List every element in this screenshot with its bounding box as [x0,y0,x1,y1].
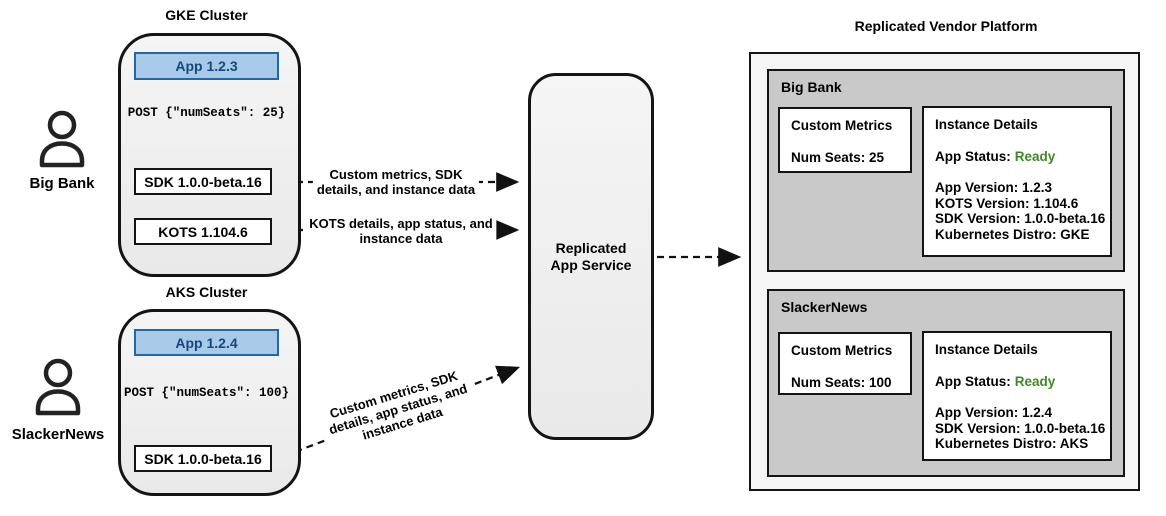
app-status-line: App Status:Ready [935,374,1099,390]
custom-metrics-title: Custom Metrics [791,118,893,133]
person-icon [39,110,85,168]
detail-line: App Version: 1.2.4 [935,405,1053,420]
arrow-label-line: Custom metrics, SDK [329,167,463,182]
gke-post-request: POST {"numSeats": 25} [127,106,286,120]
detail-line: SDK Version: 1.0.0-beta.16 [935,420,1106,436]
arrow-label-line: details, and instance data [316,182,476,197]
sdk-arrow-label: Custom metrics, SDK details, and instanc… [312,166,480,198]
gke-kots-node: KOTS 1.104.6 [134,218,272,245]
detail-line: SDK Version: 1.0.0-beta.16 [935,211,1106,226]
num-seats-value: Num Seats: 25 [791,149,885,165]
vendor-platform-title: Replicated Vendor Platform [854,18,1038,34]
instance-detail-lines: App Version: 1.2.3 KOTS Version: 1.104.6… [935,180,1106,242]
big-bank-user-label: Big Bank [29,175,95,192]
custom-metrics-title: Custom Metrics [791,343,893,358]
instance-details-title: Instance Details [935,117,1038,132]
service-label-line: App Service [550,256,632,273]
aks-sdk-arrow-label: Custom metrics, SDK details, app status,… [318,364,478,454]
service-label-line: Replicated [555,239,627,256]
big-bank-instance-details-box: Instance Details App Status:Ready App Ve… [922,106,1112,257]
gke-app-node: App 1.2.3 [134,52,279,80]
big-bank-custom-metrics-box: Custom Metrics Num Seats: 25 [778,107,912,173]
slackernews-user [32,358,84,418]
person-icon [35,358,81,416]
arrow-label-line: instance data [359,231,443,246]
gke-cluster-title: GKE Cluster [165,7,248,23]
aks-sdk-node: SDK 1.0.0-beta.16 [134,445,272,472]
replicated-app-service-label: Replicated App Service [551,240,632,274]
detail-line: Kubernetes Distro: GKE [935,226,1090,242]
app-status-value: Ready [1014,148,1056,164]
aks-app-node: App 1.2.4 [134,329,279,356]
big-bank-user [36,110,88,170]
customer-name: Big Bank [781,79,842,95]
instance-detail-lines: App Version: 1.2.4 SDK Version: 1.0.0-be… [935,405,1106,452]
instance-details-title: Instance Details [935,342,1038,357]
slackernews-user-label: SlackerNews [11,426,105,443]
detail-line: KOTS Version: 1.104.6 [935,195,1079,211]
app-status-label: App Status: [935,148,1011,164]
app-status-label: App Status: [935,373,1011,389]
aks-cluster-title: AKS Cluster [165,284,248,300]
num-seats-value: Num Seats: 100 [791,374,892,390]
slackernews-instance-details-box: Instance Details App Status:Ready App Ve… [922,331,1112,461]
detail-line: App Version: 1.2.3 [935,180,1053,195]
app-status-line: App Status:Ready [935,149,1099,165]
app-status-value: Ready [1014,373,1056,389]
detail-line: Kubernetes Distro: AKS [935,436,1089,451]
arrow-label-line: KOTS details, app status, and [309,216,493,231]
customer-name: SlackerNews [781,299,868,315]
slackernews-custom-metrics-box: Custom Metrics Num Seats: 100 [778,332,912,395]
replicated-app-service-box: Replicated App Service [528,73,654,440]
kots-arrow-label: KOTS details, app status, and instance d… [305,215,497,247]
aks-post-request: POST {"numSeats": 100} [123,386,290,400]
gke-sdk-node: SDK 1.0.0-beta.16 [134,168,272,195]
